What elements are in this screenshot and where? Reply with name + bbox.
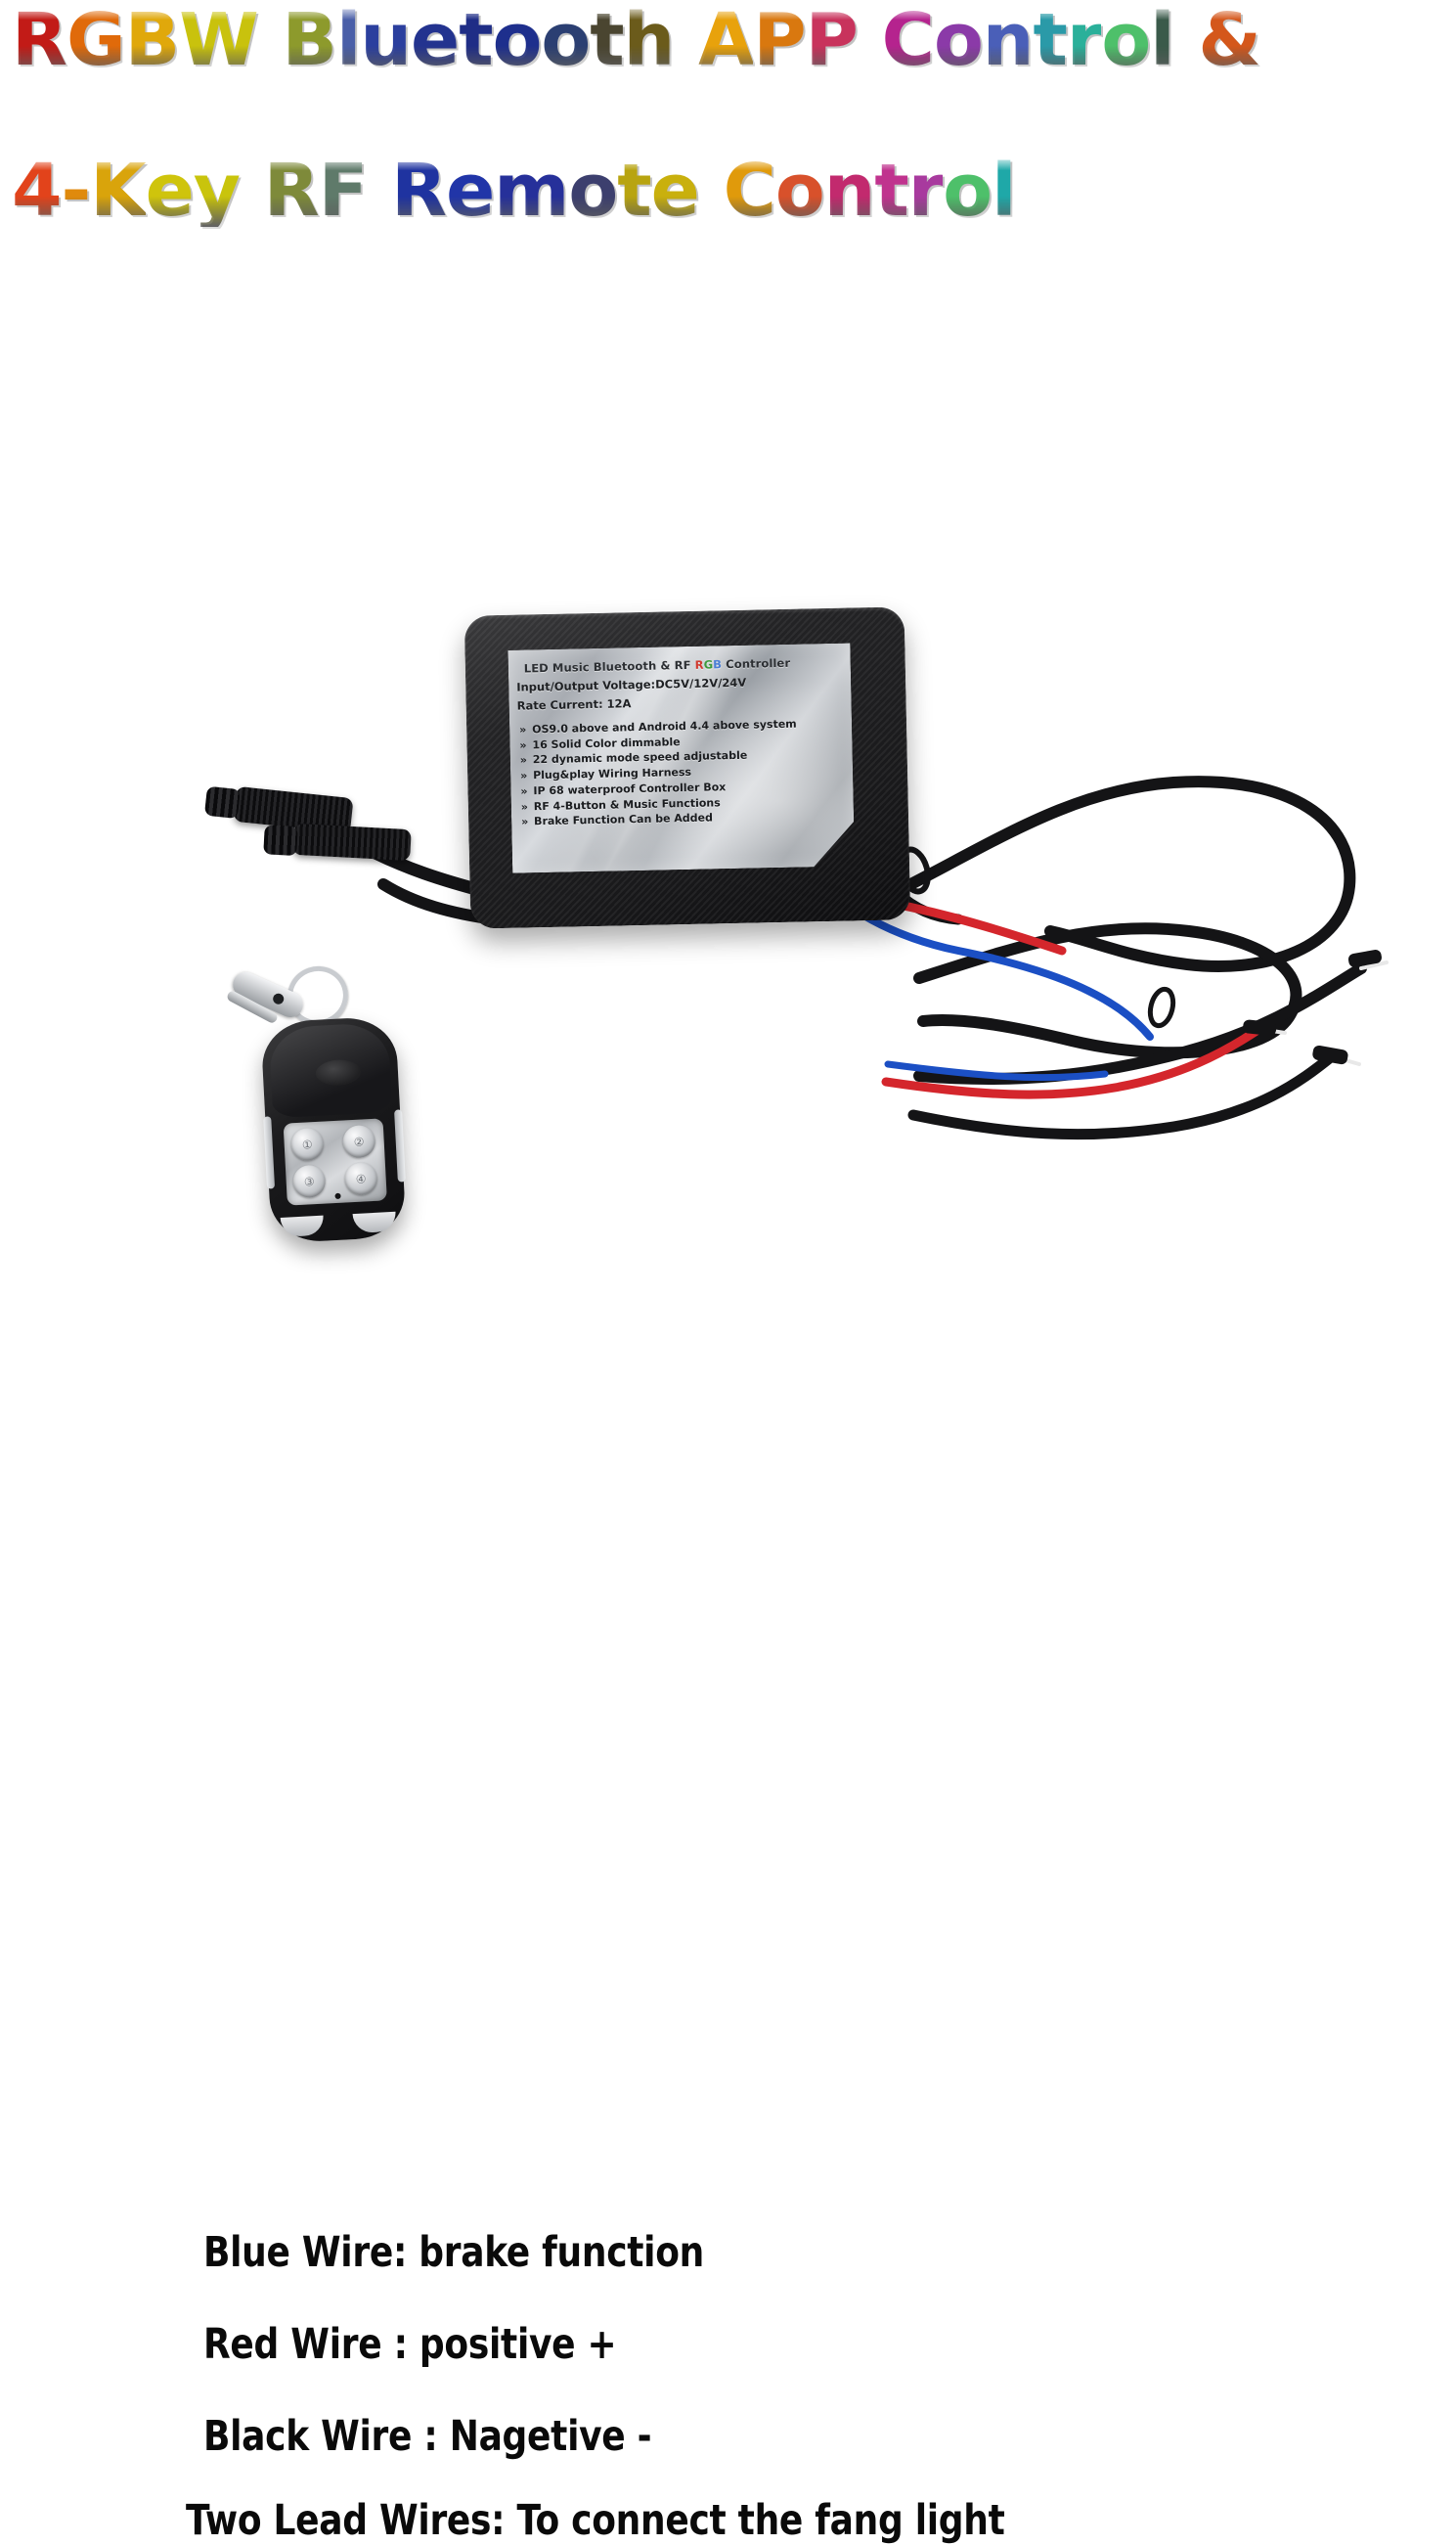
title-char: l — [335, 0, 361, 82]
chevron-right-icon: » — [519, 769, 528, 782]
title-char: o — [774, 149, 825, 233]
wire-legend-line-lead: Two Lead Wires: To connect the fang ligh… — [186, 2496, 1005, 2545]
label-feature-text: 22 dynamic mode speed adjustable — [532, 749, 748, 767]
controller-spec-label: LED Music Bluetooth & RF RGB Controller … — [507, 643, 855, 872]
title-char: o — [943, 149, 993, 233]
wire-legend-line-blue: Blue Wire: brake function — [203, 2228, 705, 2277]
label-feature-text: Plug&play Wiring Harness — [532, 766, 692, 782]
title-char: y — [193, 149, 241, 233]
label-feature-list: » OS9.0 above and Android 4.4 above syste… — [519, 718, 844, 832]
title-char — [674, 4, 698, 76]
title-char: e — [145, 149, 195, 233]
title-char: A — [698, 0, 754, 82]
title-char: C — [881, 0, 935, 82]
chevron-right-icon: » — [519, 738, 527, 752]
title-line-1: RGBW Bluetooth APP Control & — [12, 0, 1261, 82]
wire-legend-block: Blue Wire: brake function Red Wire : pos… — [0, 1086, 1456, 2545]
title-char: G — [66, 0, 126, 82]
label-voltage: Input/Output Voltage:DC5V/12V/24V — [516, 675, 747, 694]
title-char: R — [12, 0, 67, 82]
title-char: t — [874, 149, 908, 233]
product-photo: LED Music Bluetooth & RF RGB Controller … — [0, 293, 1456, 1244]
title-char: e — [411, 0, 460, 82]
title-char: o — [492, 0, 543, 82]
title-char: o — [933, 0, 984, 82]
label-feature-text: OS9.0 above and Android 4.4 above system — [532, 717, 797, 737]
title-char: R — [263, 149, 320, 233]
title-char: K — [90, 149, 146, 233]
remote-emblem-icon — [315, 1058, 362, 1087]
title-char: & — [1198, 0, 1261, 82]
connector-tip-icon — [203, 785, 241, 820]
connector-tip-icon — [263, 825, 298, 857]
title-char: m — [494, 149, 569, 233]
title-char: e — [650, 149, 700, 233]
title-char: o — [568, 149, 618, 233]
chevron-right-icon: » — [520, 799, 529, 814]
label-heading-suffix: Controller — [721, 655, 791, 672]
title-char — [858, 4, 882, 76]
title-char: o — [1101, 0, 1151, 82]
wire-tips — [1243, 950, 1382, 1065]
title-char: t — [590, 0, 624, 82]
title-char: B — [282, 0, 337, 82]
chevron-right-icon: » — [519, 753, 528, 767]
title-char: r — [907, 149, 944, 233]
title-char — [699, 155, 724, 227]
title-char: r — [1066, 0, 1102, 82]
product-title-block: RGBW Bluetooth APP Control & 4-Key RF Re… — [0, 0, 1456, 284]
title-char: l — [1150, 0, 1174, 82]
lead-wire-connector-2 — [263, 823, 412, 862]
chevron-right-icon: » — [519, 723, 527, 737]
label-heading-prefix: LED Music Bluetooth & RF — [523, 657, 695, 676]
led-controller-box: LED Music Bluetooth & RF RGB Controller … — [463, 606, 911, 929]
title-char: C — [723, 149, 776, 233]
title-char — [240, 155, 264, 227]
title-char: h — [623, 0, 676, 82]
chevron-right-icon: » — [520, 784, 528, 798]
title-char — [258, 4, 283, 76]
title-char — [367, 155, 391, 227]
label-feature-text: Brake Function Can be Added — [533, 811, 714, 828]
title-char: B — [124, 0, 180, 82]
title-char — [1174, 4, 1199, 76]
title-char: t — [459, 0, 493, 82]
chevron-right-icon: » — [520, 815, 529, 828]
title-char: n — [823, 149, 876, 233]
title-line-2: 4-Key RF Remote Control — [12, 149, 1017, 233]
title-char: 4 — [12, 149, 62, 233]
wire-legend-line-black: Black Wire : Nagetive - — [203, 2412, 652, 2461]
title-char: F — [318, 149, 369, 233]
label-heading: LED Music Bluetooth & RF RGB Controller — [524, 656, 791, 676]
title-char: l — [992, 149, 1016, 233]
wire-legend-line-red: Red Wire : positive + — [203, 2320, 617, 2369]
title-char: R — [391, 149, 447, 233]
label-rate-current: Rate Current: 12A — [516, 696, 632, 713]
label-heading-r: R — [694, 657, 704, 672]
title-char: e — [446, 149, 495, 233]
title-char: o — [541, 0, 591, 82]
title-char: t — [1033, 0, 1067, 82]
label-feature-text: IP 68 waterproof Controller Box — [533, 780, 727, 798]
title-char: n — [982, 0, 1035, 82]
label-feature-item: » Brake Function Can be Added — [521, 810, 844, 828]
title-char: - — [61, 149, 92, 233]
label-feature-text: 16 Solid Color dimmable — [532, 735, 681, 752]
title-char: P — [753, 0, 806, 82]
title-char: t — [617, 149, 651, 233]
label-feature-text: RF 4-Button & Music Functions — [533, 795, 721, 813]
title-char: u — [360, 0, 412, 82]
title-char: W — [179, 0, 259, 82]
title-char: P — [805, 0, 859, 82]
